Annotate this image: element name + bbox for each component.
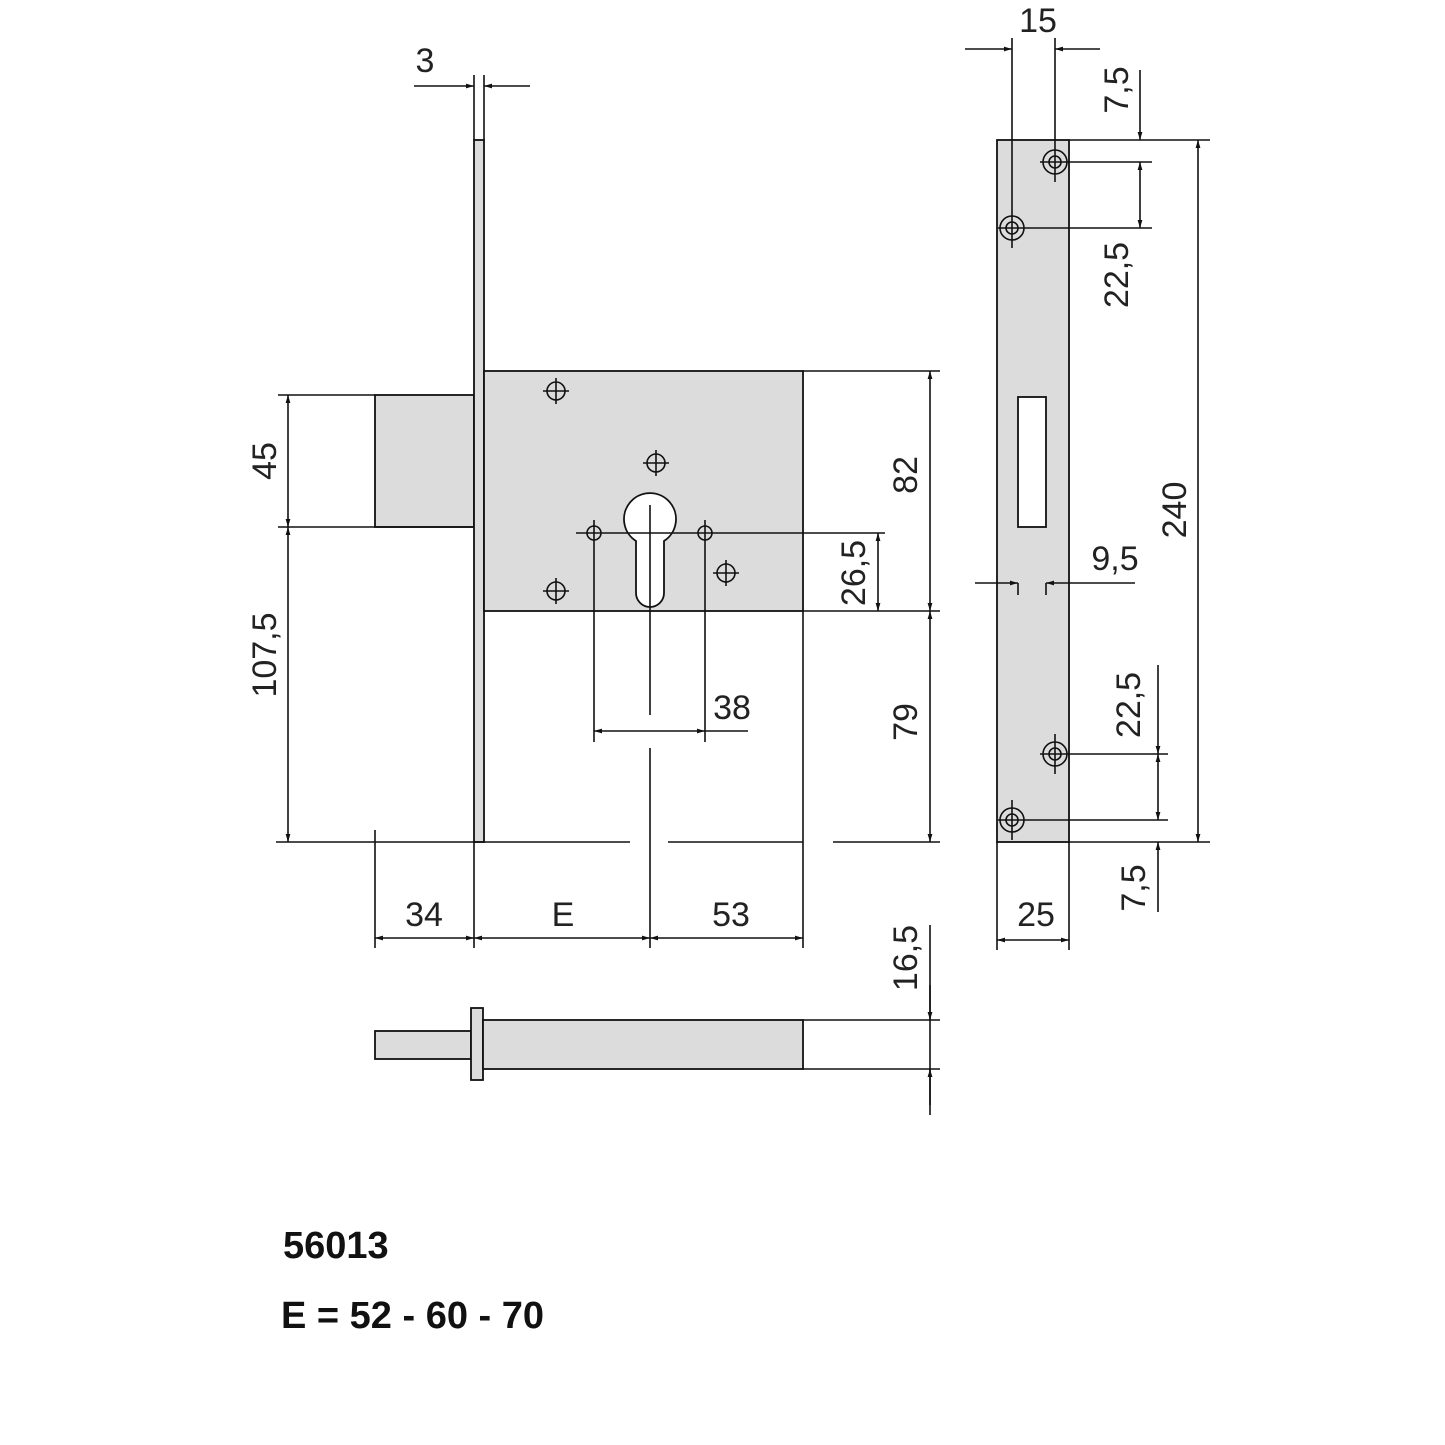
bolt-slot <box>1017 396 1047 528</box>
dim-slot-width: 9,5 <box>1091 540 1138 578</box>
faceplate-bottom <box>470 1007 484 1081</box>
front-view: 3 45 107,5 34 E 53 38 82 26,5 79 <box>246 42 940 948</box>
dim-handle-spacing: 38 <box>713 689 751 727</box>
case-bottom <box>482 1019 804 1070</box>
backset-options: E = 52 - 60 - 70 <box>281 1295 544 1337</box>
dim-bottom-screw-margin: 7,5 <box>1115 864 1153 911</box>
faceplate <box>996 139 1070 843</box>
dim-top-screw-spacing: 22,5 <box>1098 242 1136 308</box>
dim-bolt-to-bottom: 107,5 <box>246 612 284 697</box>
dim-cylinder-axis: 26,5 <box>835 540 873 606</box>
dim-top-screw-margin: 7,5 <box>1098 66 1136 113</box>
dim-backset: E <box>552 896 575 934</box>
dim-faceplate-width: 25 <box>1017 896 1055 934</box>
dim-axis-to-bottom: 79 <box>887 703 925 741</box>
dim-bottom-screw-spacing: 22,5 <box>1110 672 1148 738</box>
bottom-view: 16,5 <box>374 925 940 1115</box>
bolt <box>374 394 475 528</box>
screw-icon <box>543 378 739 604</box>
faceplate-edge <box>473 139 485 843</box>
dim-bolt-throw: 34 <box>405 896 443 934</box>
dim-case-depth: 53 <box>712 896 750 934</box>
dim-bolt-height: 45 <box>246 442 284 480</box>
side-view: 15 7,5 22,5 240 9,5 22,5 7,5 25 <box>965 2 1210 950</box>
dim-bolt-thickness: 16,5 <box>887 925 925 991</box>
dim-case-height: 82 <box>887 456 925 494</box>
dim-faceplate-length: 240 <box>1156 482 1194 539</box>
model-number: 56013 <box>283 1225 389 1267</box>
dim-faceplate-thickness: 3 <box>416 42 435 80</box>
bolt-bottom <box>374 1030 472 1060</box>
dim-screw-offset: 15 <box>1019 2 1057 40</box>
